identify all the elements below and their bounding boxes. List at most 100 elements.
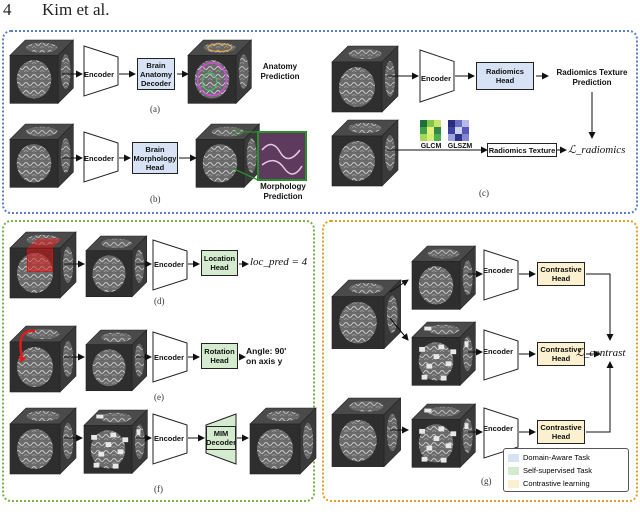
cube-g-view1 <box>411 245 477 311</box>
encoder-e-shape <box>152 331 188 383</box>
encoder-e-label: Encoder <box>153 352 184 362</box>
rotation-prediction-label: Angle: 90' on axis y <box>246 346 287 366</box>
radiomics-head: Radiomics Head <box>476 62 534 90</box>
glszm-cell <box>455 120 462 127</box>
cube-e-rotated <box>85 329 148 392</box>
contrast-loss: ℒ_contrast <box>576 346 625 359</box>
encoder-b-shape <box>83 131 119 183</box>
location-prediction-text: loc_pred = 4 <box>250 256 308 268</box>
glcm-cell <box>427 127 434 134</box>
cube-c-texture <box>331 119 399 187</box>
brain-morphology-head: Brain Morphology Head <box>132 142 178 174</box>
legend-swatch-contrastive <box>508 479 519 488</box>
contrast-loss-text: ℒ_contrast <box>576 347 626 359</box>
arrow-g-down <box>389 317 409 341</box>
encoder-g1-shape <box>483 249 519 301</box>
legend-swatch-domain <box>508 453 519 462</box>
legend-label-self: Self-supervised Task <box>523 466 593 475</box>
panel-e-label: (e) <box>154 392 164 402</box>
arrow-g-c3 <box>586 361 614 433</box>
encoder-f-shape <box>152 413 188 465</box>
glszm-cell <box>448 127 455 134</box>
glszm-cell <box>448 120 455 127</box>
self-supervised-panel <box>2 220 315 502</box>
cube-g-anchor <box>331 279 402 350</box>
encoder-c-label: Encoder <box>420 73 451 83</box>
cube-f-masked <box>83 409 149 475</box>
radiomics-texture-prediction-label: Radiomics Texture Prediction <box>556 68 628 87</box>
arrow-g-up <box>389 279 409 293</box>
domain-aware-panel <box>2 30 638 214</box>
encoder-g3-shape <box>483 407 519 459</box>
cube-c-input <box>331 45 399 113</box>
glcm-cell <box>434 134 441 141</box>
legend-item-domain: Domain-Aware Task <box>508 452 590 463</box>
glszm-cell <box>455 127 462 134</box>
glszm-cell <box>462 120 469 127</box>
contrastive-panel <box>322 220 638 502</box>
cube-f-output <box>249 407 317 475</box>
cube-a-input <box>9 39 75 105</box>
contrastive-head-2: Contrastive Head <box>537 342 585 366</box>
encoder-a-label: Encoder <box>83 69 114 79</box>
arrow-g-c1 <box>586 273 614 341</box>
legend-item-contrastive: Contrastive learning <box>508 478 590 489</box>
anatomy-prediction-label: Anatomy Prediction <box>260 62 300 81</box>
panel-c-label: (c) <box>479 188 489 198</box>
legend-item-self: Self-supervised Task <box>508 465 592 476</box>
glszm-cell <box>462 134 469 141</box>
glcm-cell <box>420 127 427 134</box>
page-number: 4 <box>3 0 12 19</box>
encoder-f-label: Encoder <box>153 433 184 443</box>
glcm-cell <box>420 120 427 127</box>
glcm-cell <box>434 120 441 127</box>
encoder-d-label: Encoder <box>153 259 184 269</box>
contrastive-head-1: Contrastive Head <box>537 262 585 286</box>
mim-decoder: MIM Decoder <box>206 426 236 450</box>
glszm-label: GLSZM <box>447 143 473 150</box>
contrastive-head-3: Contrastive Head <box>537 420 585 444</box>
glcm-cell <box>427 134 434 141</box>
glcm-cell <box>434 127 441 134</box>
cube-e-input <box>9 325 77 393</box>
glszm-cell <box>448 134 455 141</box>
location-head: Location Head <box>201 250 238 276</box>
radiomics-texture-box: Radiomics Texture <box>487 143 557 157</box>
glcm-label: GLCM <box>420 143 442 150</box>
cube-g-negative-masked <box>411 403 477 469</box>
encoder-d-shape <box>152 239 188 291</box>
brain-anatomy-decoder: Brain Anatomy Decoder <box>137 58 175 90</box>
rotation-head: Rotation Head <box>201 343 238 369</box>
encoder-a-shape <box>83 45 119 97</box>
cube-f-input <box>9 407 77 475</box>
radiomics-loss-text: ℒ_radiomics <box>568 144 626 156</box>
authors: Kim et al. <box>42 0 110 19</box>
legend-swatch-self <box>508 466 519 475</box>
encoder-g2-shape <box>483 329 519 381</box>
legend: Domain-Aware Task Self-supervised Task C… <box>503 448 629 492</box>
radiomics-loss: ℒ_radiomics <box>568 143 625 156</box>
morphology-prediction-label: Morphology Prediction <box>260 182 306 201</box>
cube-a-output <box>187 39 253 105</box>
cube-g-negative <box>331 397 402 468</box>
panel-a-label: (a) <box>150 104 160 114</box>
encoder-g1-label: Encoder <box>482 265 513 275</box>
encoder-g2-label: Encoder <box>482 346 513 356</box>
panel-f-label: (f) <box>154 484 163 494</box>
panel-d-label: (d) <box>154 296 165 306</box>
encoder-b-label: Encoder <box>83 153 114 163</box>
glcm-cell <box>427 120 434 127</box>
cube-d-input <box>9 231 77 299</box>
cube-d-crop <box>85 235 148 298</box>
glcm-cell <box>420 134 427 141</box>
location-prediction: loc_pred = 4 <box>250 256 307 268</box>
encoder-c-shape <box>419 49 455 103</box>
panel-b-label: (b) <box>150 194 161 204</box>
cube-g-view2 <box>411 321 477 387</box>
glszm-cell <box>455 134 462 141</box>
panel-g-label: (g) <box>481 476 492 486</box>
cube-b-input <box>9 123 75 189</box>
legend-label-contrastive: Contrastive learning <box>523 479 590 488</box>
legend-label-domain: Domain-Aware Task <box>523 453 590 462</box>
